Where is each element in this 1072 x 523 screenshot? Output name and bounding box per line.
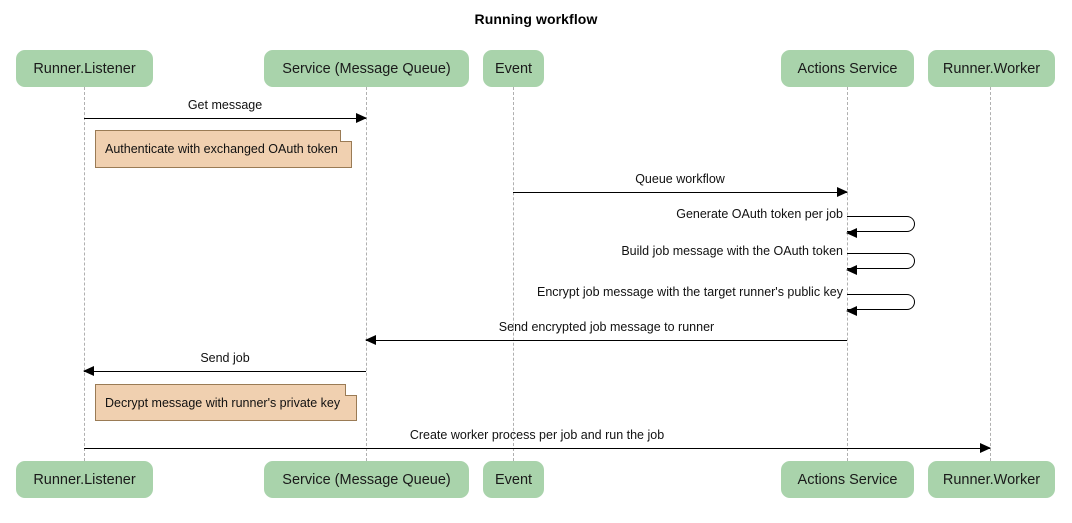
message-line-send-job [84,371,366,372]
note-fold-corner-icon [345,384,357,396]
message-label-create-worker: Create worker process per job and run th… [409,428,665,442]
header-participant-runner-worker[interactable]: Runner.Worker [928,50,1055,87]
lifeline-service-queue [366,87,367,461]
note-fold-corner-icon [340,130,352,142]
lifeline-runner-worker [990,87,991,461]
footer-participant-runner-listener[interactable]: Runner.Listener [16,461,153,498]
footer-participant-actions-service[interactable]: Actions Service [781,461,914,498]
note-label-note-decrypt: Decrypt message with runner's private ke… [105,395,341,410]
self-message-build-message[interactable]: Build job message with the OAuth token [621,244,915,275]
message-line-get-message [84,118,366,119]
arrowhead-icon [980,442,991,453]
lifeline-event [513,87,514,461]
message-label-queue-workflow: Queue workflow [635,172,725,186]
self-message-generate-token[interactable]: Generate OAuth token per job [676,207,915,238]
message-label-send-job: Send job [200,351,250,365]
message-line-send-encrypted [366,340,847,341]
arrowhead-icon [365,334,376,345]
self-message-label-generate-token: Generate OAuth token per job [676,207,843,221]
self-message-label-encrypt-message: Encrypt job message with the target runn… [536,285,843,299]
note-label-note-authenticate: Authenticate with exchanged OAuth token [105,142,338,156]
footer-participant-service-queue[interactable]: Service (Message Queue) [264,461,469,498]
page-title: Running workflow [474,11,598,27]
arrowhead-icon [846,264,857,275]
header-participant-service-queue[interactable]: Service (Message Queue) [264,50,469,87]
footer-participant-event[interactable]: Event [483,461,544,498]
arrowhead-icon [356,112,367,123]
header-participant-runner-listener[interactable]: Runner.Listener [16,50,153,87]
self-message-loop-encrypt-message [847,294,915,310]
lifeline-runner-listener [84,87,85,461]
message-line-create-worker [84,448,990,449]
message-label-send-encrypted: Send encrypted job message to runner [498,320,715,334]
header-participant-actions-service[interactable]: Actions Service [781,50,914,87]
self-message-label-build-message: Build job message with the OAuth token [621,244,843,258]
self-message-loop-build-message [847,253,915,269]
message-label-get-message: Get message [187,98,263,112]
self-message-loop-generate-token [847,216,915,232]
footer-participant-runner-worker[interactable]: Runner.Worker [928,461,1055,498]
arrowhead-icon [846,305,857,316]
arrowhead-icon [83,365,94,376]
note-note-authenticate: Authenticate with exchanged OAuth token [95,130,352,168]
self-message-encrypt-message[interactable]: Encrypt job message with the target runn… [537,285,915,316]
arrowhead-icon [846,227,857,238]
header-participant-event[interactable]: Event [483,50,544,87]
message-line-queue-workflow [513,192,847,193]
note-note-decrypt: Decrypt message with runner's private ke… [95,384,357,421]
arrowhead-icon [837,186,848,197]
